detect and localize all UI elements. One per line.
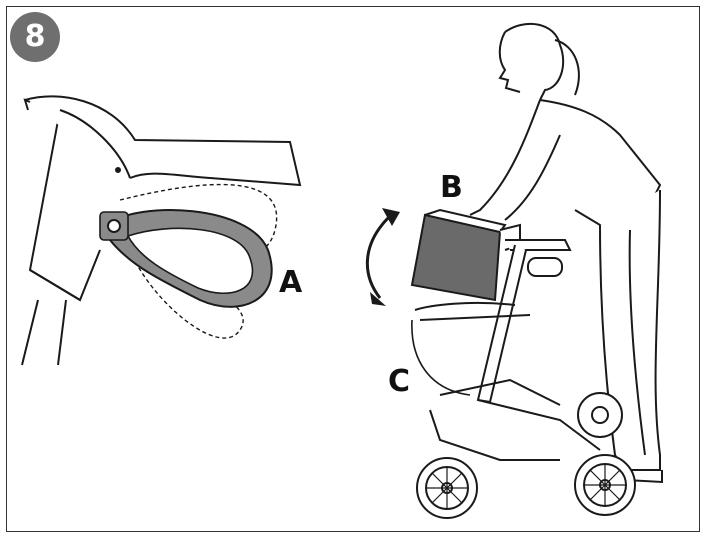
rollator — [410, 208, 636, 519]
handlebar-top — [24, 95, 302, 187]
head — [504, 23, 565, 101]
callout-a: A — [279, 265, 303, 300]
handle-grip — [527, 257, 563, 277]
callout-b: B — [440, 170, 463, 205]
dashed-position-up — [119, 183, 278, 260]
double-arrow-curved-icon — [366, 208, 400, 306]
rear-wheel-top — [577, 392, 623, 438]
brake-detail — [21, 95, 302, 366]
illustration-frame — [6, 6, 700, 532]
step-number-badge: 8 — [10, 12, 60, 62]
callout-c: C — [388, 364, 411, 399]
dashed-position-down — [119, 229, 244, 339]
brake-cable — [411, 319, 471, 396]
shopping-bag — [410, 213, 502, 302]
